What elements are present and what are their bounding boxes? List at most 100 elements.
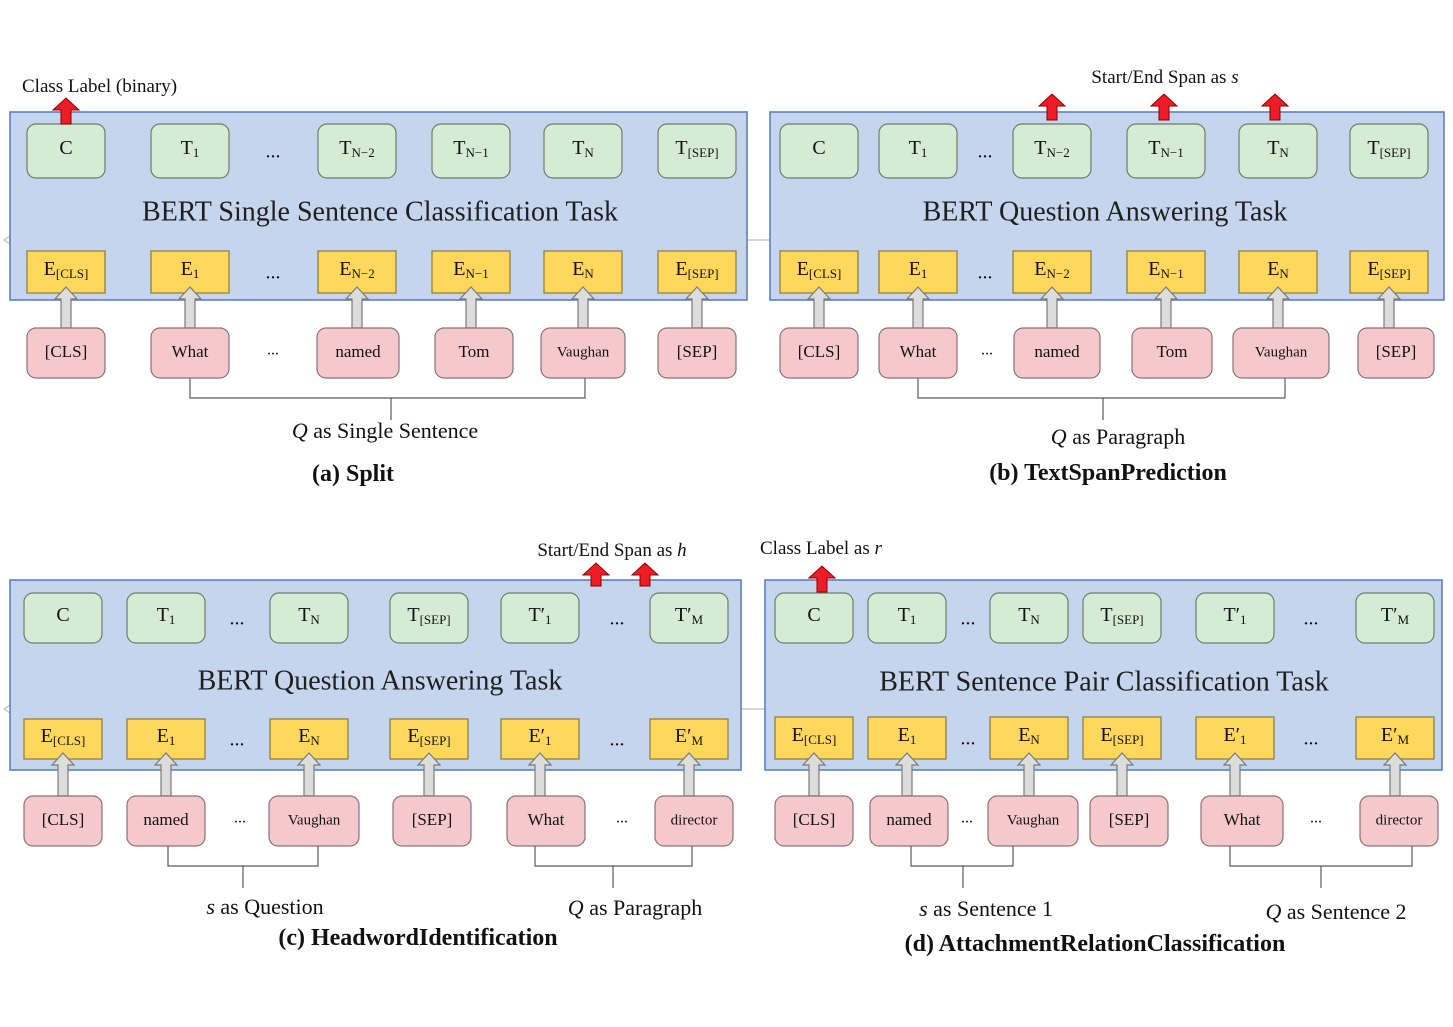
output-token-label-t-n: TN: [1018, 604, 1040, 627]
input-token-cls: [774, 795, 854, 847]
input-token-label-sep: [SEP]: [1376, 342, 1417, 361]
input-arrow-icon: [50, 752, 76, 797]
output-token-c: [779, 123, 859, 179]
input-arrow-icon: [344, 286, 370, 329]
output-token-t-1: [878, 123, 958, 179]
embedding-ellipsis: ...: [266, 262, 281, 284]
panel-d-caption: (d) AttachmentRelationClassification: [905, 931, 1286, 957]
input-token-label-cls: [CLS]: [793, 810, 836, 829]
output-token-t-1: [150, 123, 230, 179]
input-arrow-icon: [676, 752, 702, 797]
input-arrow-icon: [806, 286, 832, 329]
input-ellipsis: ...: [1310, 810, 1322, 827]
group-bracket: [189, 378, 586, 399]
input-token-label-sep: [SEP]: [1109, 810, 1150, 829]
output-token-tprime-m: [649, 592, 729, 644]
embedding-label-e-1: E1: [157, 725, 176, 748]
output-red-arrow-icon: [51, 97, 81, 125]
embedding-label-e-nminus2: EN−2: [339, 258, 374, 281]
output-ellipsis: ...: [610, 608, 625, 630]
output-token-tprime-1: [1195, 592, 1275, 644]
input-token-label-cls: [CLS]: [42, 810, 85, 829]
output-token-t-1: [126, 592, 206, 644]
input-token-label-vaughan: Vaughan: [1255, 344, 1308, 360]
output-token-label-t-sep: T[SEP]: [1367, 137, 1410, 160]
embedding-label-e-cls: E[CLS]: [797, 258, 842, 281]
input-arrow-icon: [296, 752, 322, 797]
output-token-label-tprime-m: T′M: [675, 604, 704, 627]
output-token-label-t-nminus2: TN−2: [339, 137, 374, 160]
group-bracket: [534, 846, 693, 867]
input-arrow-icon: [1109, 752, 1135, 797]
input-token-director: [1359, 795, 1439, 847]
input-arrow-icon: [1039, 286, 1065, 329]
embedding-e-cls: [779, 250, 859, 294]
input-token-what: [1200, 795, 1284, 847]
output-token-label-c: C: [56, 604, 69, 626]
input-arrow-icon: [1153, 286, 1179, 329]
output-ellipsis: ...: [1304, 608, 1319, 630]
input-arrow-icon: [177, 286, 203, 329]
input-token-cls: [779, 327, 859, 379]
embedding-e-nminus2: [1012, 250, 1092, 294]
input-ellipsis: ...: [961, 810, 973, 827]
output-token-label-tprime-1: T′1: [1223, 604, 1246, 627]
output-red-arrow-icon: [1149, 93, 1179, 121]
input-token-director: [654, 795, 734, 847]
input-token-label-what: What: [528, 810, 565, 829]
input-token-named: [126, 795, 206, 847]
output-ellipsis: ...: [978, 141, 993, 163]
input-token-label-tom: Tom: [1157, 342, 1188, 361]
input-token-label-director: director: [671, 812, 718, 828]
input-token-sep: [1089, 795, 1169, 847]
input-token-vaughan: [1232, 327, 1330, 379]
group-bracket: [910, 846, 1014, 867]
output-token-t-n: [543, 123, 623, 179]
input-token-tom: [434, 327, 514, 379]
output-token-t-nminus2: [1012, 123, 1092, 179]
panel-c-output-label: Start/End Span as h: [537, 540, 686, 561]
output-token-label-tprime-1: T′1: [528, 604, 551, 627]
input-token-named: [869, 795, 949, 847]
embedding-ellipsis: ...: [230, 729, 245, 751]
output-token-label-t-1: T1: [157, 604, 176, 627]
input-token-sep: [392, 795, 472, 847]
output-token-t-nminus1: [431, 123, 511, 179]
output-red-arrow-icon: [630, 562, 660, 587]
input-token-label-director: director: [1376, 812, 1423, 828]
input-arrow-icon: [1222, 752, 1248, 797]
input-arrow-icon: [905, 286, 931, 329]
input-arrow-icon: [527, 752, 553, 797]
group-label: Q as Paragraph: [1051, 424, 1185, 449]
embedding-e-cls: [774, 716, 854, 760]
input-token-label-named: named: [1034, 342, 1080, 361]
group-label: s as Question: [206, 894, 323, 919]
connector-arrowhead: [2, 704, 11, 714]
input-token-label-cls: [CLS]: [45, 342, 88, 361]
input-arrow-icon: [684, 286, 710, 329]
input-token-vaughan: [987, 795, 1079, 847]
output-token-label-t-nminus2: TN−2: [1034, 137, 1069, 160]
group-label: Q as Paragraph: [568, 895, 702, 920]
embedding-e-1: [878, 250, 958, 294]
output-token-label-t-1: T1: [909, 137, 928, 160]
output-token-label-c: C: [59, 137, 72, 159]
embedding-label-e-n: EN: [572, 258, 594, 281]
connector-arrowhead: [2, 235, 11, 245]
input-token-label-named: named: [335, 342, 381, 361]
output-token-label-t-nminus1: TN−1: [1148, 137, 1183, 160]
output-token-t-sep: [389, 592, 469, 644]
input-ellipsis: ...: [616, 810, 628, 827]
output-token-t-n: [269, 592, 349, 644]
input-arrow-icon: [894, 752, 920, 797]
panel-a-output-label: Class Label (binary): [22, 76, 177, 97]
embedding-label-eprime-m: E′M: [1381, 724, 1410, 747]
group-label: Q as Single Sentence: [292, 418, 478, 443]
input-arrow-icon: [1016, 752, 1042, 797]
output-token-t-sep: [657, 123, 737, 179]
embedding-label-e-sep: E[SEP]: [1100, 724, 1143, 747]
group-label: s as Sentence 1: [919, 896, 1053, 921]
embedding-label-e-n: EN: [298, 725, 320, 748]
